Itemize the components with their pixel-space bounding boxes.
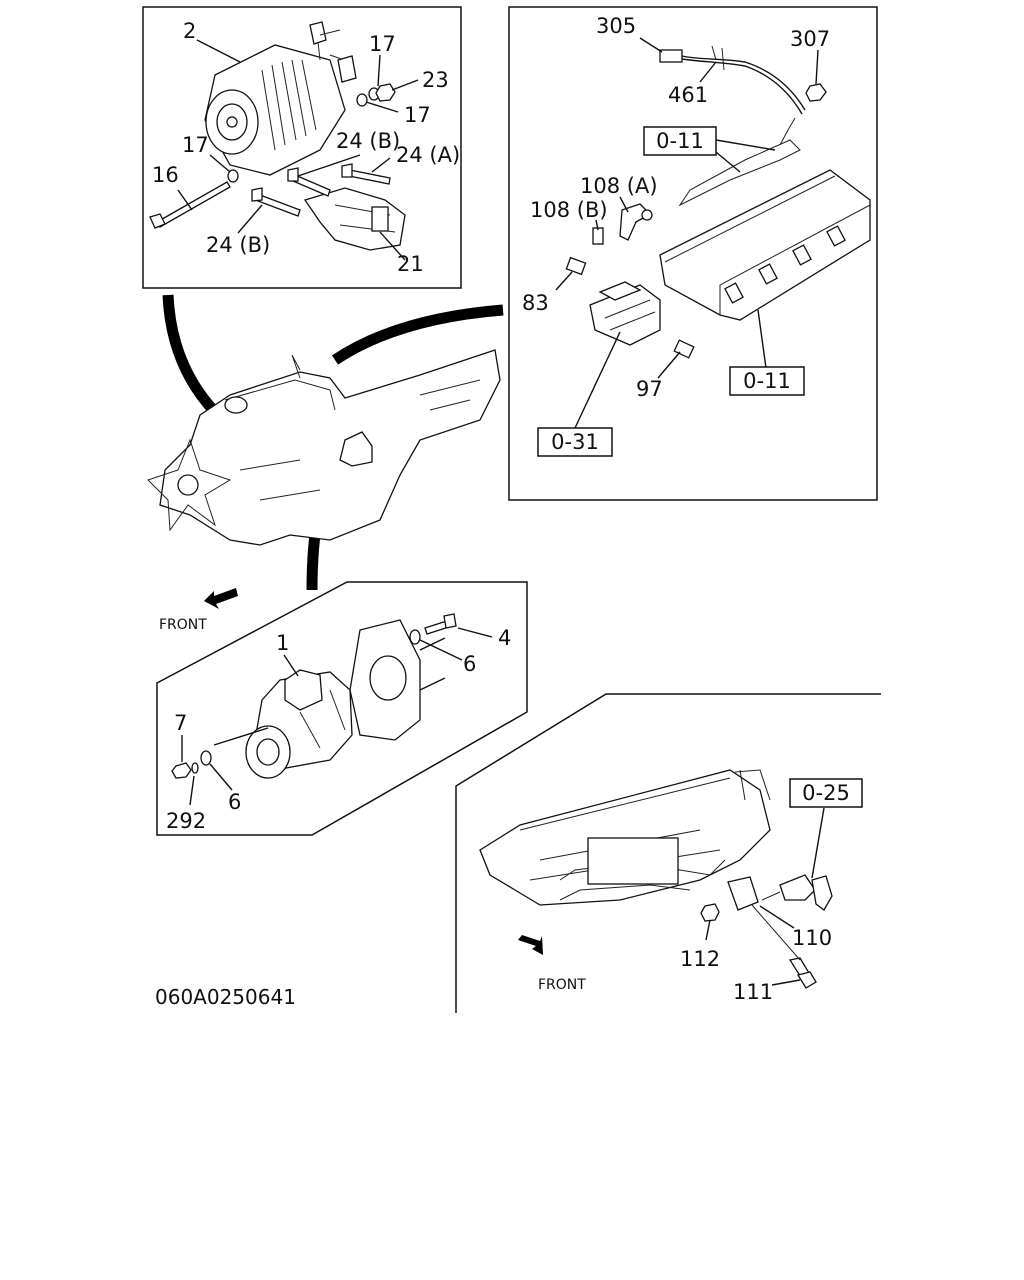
callout-111: 111 bbox=[733, 980, 773, 1004]
callout-4: 4 bbox=[498, 626, 511, 650]
cylinder-head-illustration bbox=[659, 139, 871, 321]
callout-6-top: 6 bbox=[463, 652, 476, 676]
callout-305: 305 bbox=[596, 14, 636, 38]
ref-box-0-31 bbox=[537, 427, 613, 457]
callout-108b: 108 (B) bbox=[530, 198, 608, 222]
callout-24a: 24 (A) bbox=[396, 143, 460, 167]
ref-0-31: 0-31 bbox=[551, 430, 599, 454]
ref-0-25: 0-25 bbox=[802, 781, 850, 805]
wiring-harness-illustration bbox=[659, 45, 827, 146]
alternator-panel: 2 17 23 17 17 24 (B) 24 (A) 16 24 (B) 21 bbox=[142, 6, 462, 289]
callout-2: 2 bbox=[183, 19, 196, 43]
callout-17-right: 17 bbox=[404, 103, 431, 127]
starter-leader-lines bbox=[181, 627, 493, 806]
ref-0-11-bottom: 0-11 bbox=[743, 369, 791, 393]
callout-23: 23 bbox=[422, 68, 449, 92]
sensor-panel-frame bbox=[508, 6, 878, 501]
front-arrow-right bbox=[518, 935, 543, 955]
alternator-panel-frame bbox=[142, 6, 462, 289]
callout-1: 1 bbox=[276, 631, 289, 655]
ref-box-0-25 bbox=[789, 778, 863, 808]
thermostat-housing-illustration bbox=[565, 203, 695, 359]
front-label-right: FRONT bbox=[538, 977, 586, 993]
callout-24b-bottom: 24 (B) bbox=[206, 233, 270, 257]
frame-panel: FRONT 0-25 110 112 111 bbox=[455, 693, 881, 1013]
callout-461: 461 bbox=[668, 83, 708, 107]
callout-83: 83 bbox=[522, 291, 549, 315]
ref-0-11-top: 0-11 bbox=[656, 129, 704, 153]
callout-112: 112 bbox=[680, 947, 720, 971]
callout-21: 21 bbox=[397, 252, 424, 276]
callout-24b-top: 24 (B) bbox=[336, 129, 400, 153]
engine-overview bbox=[147, 294, 504, 591]
callout-6-bottom: 6 bbox=[228, 790, 241, 814]
callout-110: 110 bbox=[792, 926, 832, 950]
ref-box-0-11-top bbox=[643, 126, 717, 156]
sensor-panel: 305 307 461 0-11 108 (A) 108 (B) 83 97 0… bbox=[508, 6, 878, 501]
callout-16: 16 bbox=[152, 163, 179, 187]
ref-box-0-11-bottom bbox=[729, 366, 805, 396]
callout-108a: 108 (A) bbox=[580, 174, 658, 198]
diagram-code: 060A0250641 bbox=[155, 985, 296, 1009]
engine-illustration bbox=[147, 349, 501, 546]
frame-panel-border bbox=[455, 693, 881, 1013]
alternator-illustration bbox=[149, 21, 406, 251]
sensor-leader-lines bbox=[555, 37, 819, 429]
front-label-left: FRONT bbox=[159, 617, 207, 633]
callout-307: 307 bbox=[790, 27, 830, 51]
vehicle-frame-illustration bbox=[479, 769, 833, 989]
callout-7: 7 bbox=[174, 711, 187, 735]
callout-292: 292 bbox=[166, 809, 206, 833]
front-arrow-left bbox=[204, 588, 238, 609]
callout-97: 97 bbox=[636, 377, 663, 401]
starter-panel-frame bbox=[156, 581, 528, 836]
alternator-leader-lines bbox=[177, 39, 419, 261]
callout-17-left: 17 bbox=[182, 133, 209, 157]
starter-illustration bbox=[171, 613, 457, 779]
frame-leader-lines bbox=[705, 807, 825, 986]
callout-17-top: 17 bbox=[369, 32, 396, 56]
starter-panel: FRONT 1 4 6 7 6 bbox=[156, 581, 528, 836]
